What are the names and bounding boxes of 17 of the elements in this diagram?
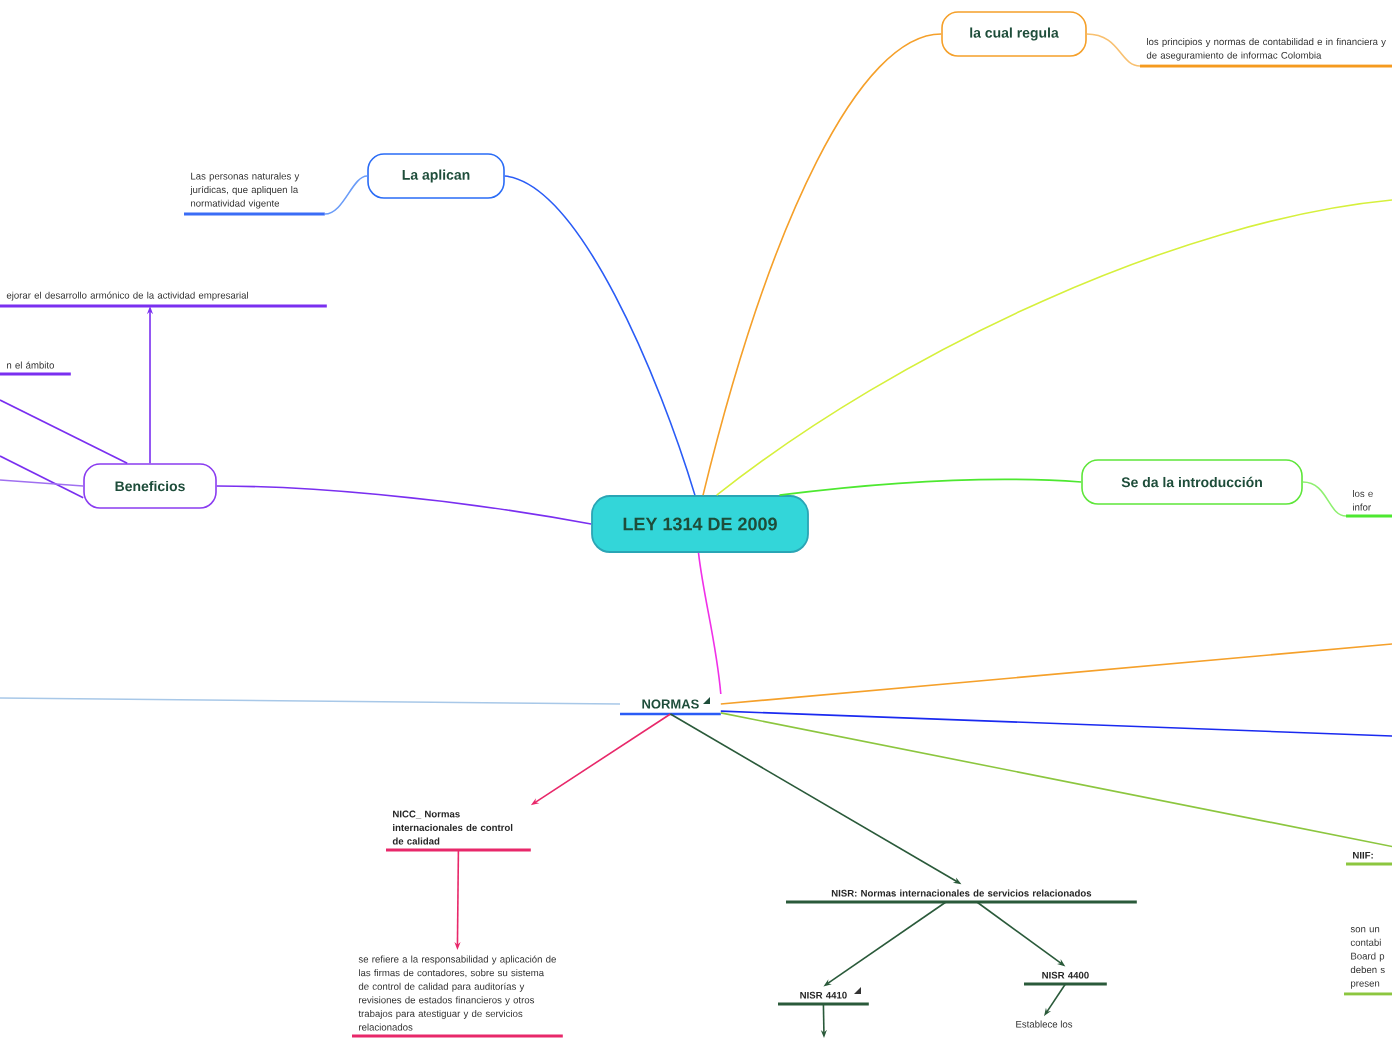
- connector: [0, 455, 84, 499]
- connector: [697, 552, 722, 695]
- connector: [504, 175, 696, 496]
- connector: [216, 485, 592, 525]
- connector: [1086, 33, 1141, 67]
- connector: [324, 175, 368, 215]
- connector: [0, 399, 128, 464]
- connector: [720, 643, 1392, 705]
- central-topic-box: LEY 1314 DE 2009: [591, 495, 809, 553]
- connector: [778, 478, 1082, 496]
- connector: [1302, 481, 1347, 517]
- connector: [702, 33, 942, 496]
- connector: [720, 712, 1392, 848]
- connector: [715, 199, 1392, 496]
- connector: [0, 697, 621, 705]
- connector: [720, 710, 1392, 737]
- connector: [0, 479, 84, 487]
